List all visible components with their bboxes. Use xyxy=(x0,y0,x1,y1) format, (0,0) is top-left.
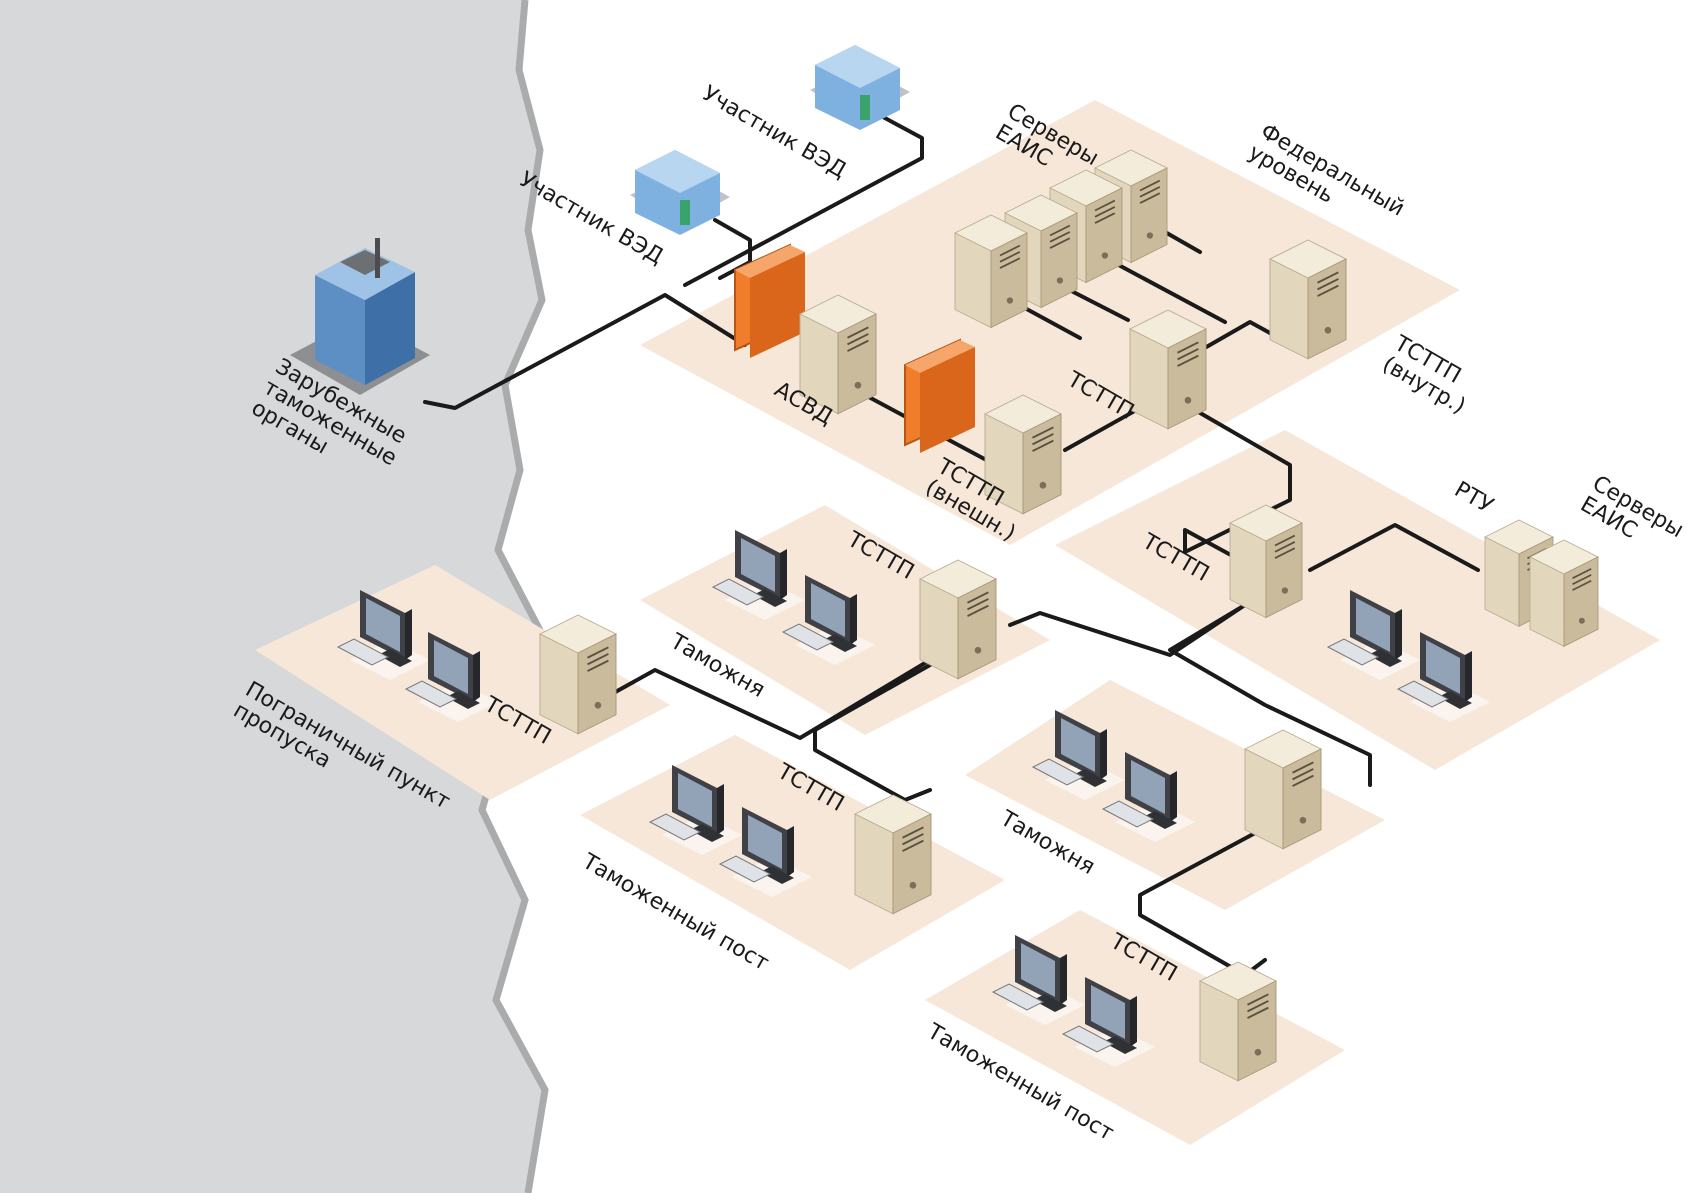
servers xyxy=(538,149,1599,1082)
server-tsttp-post-2 xyxy=(1198,961,1278,1082)
workstation-checkpoint-b xyxy=(404,632,498,722)
server-tsttp-rtu xyxy=(1228,504,1304,619)
server-tsttp-customs-2 xyxy=(1243,729,1323,850)
workstation-post-1-b xyxy=(718,807,812,897)
workstation-post-2-b xyxy=(1061,977,1155,1067)
workstation-rtu-b xyxy=(1396,632,1490,722)
firewall-asvd xyxy=(734,243,805,358)
server-tsttp-post-1 xyxy=(853,794,933,915)
server-tsttp-external xyxy=(983,394,1063,515)
link-servers xyxy=(1008,230,1227,340)
workstation-rtu-a xyxy=(1326,590,1420,680)
link-rtu-customs xyxy=(1008,603,1247,657)
server-tsttp-federal xyxy=(1128,309,1208,430)
workstation-customs-1-a xyxy=(711,530,805,620)
link-ved-1 xyxy=(683,108,924,287)
server-eais-federal-1 xyxy=(953,214,1029,329)
workstation-customs-1-b xyxy=(781,575,875,665)
workstation-customs-2-a xyxy=(1031,710,1125,800)
link-customs-1-checkpoint xyxy=(608,658,932,740)
border-edge xyxy=(478,0,549,1193)
workstation-checkpoint-a xyxy=(336,590,430,680)
link-customs-1-post xyxy=(813,663,932,802)
workstation-post-1-a xyxy=(648,765,742,855)
ved-participant-building-1 xyxy=(810,45,910,130)
server-tsttp-checkpoint xyxy=(538,614,618,735)
link-rtu-servers xyxy=(1308,523,1480,572)
server-tsttp-customs-1 xyxy=(918,559,998,680)
workstation-post-2-a xyxy=(991,935,1085,1025)
server-tsttp-internal xyxy=(1268,239,1348,360)
foreign-customs-building xyxy=(290,238,430,395)
link-rtu-customs-2 xyxy=(1168,603,1372,787)
workstations xyxy=(336,530,1490,1067)
firewall-tsttp xyxy=(904,338,975,453)
link-foreign xyxy=(423,293,747,410)
ved-participant-building-2 xyxy=(630,150,730,235)
workstation-customs-2-b xyxy=(1101,752,1195,842)
server-eais-rtu-2 xyxy=(1529,539,1599,647)
server-asvd xyxy=(798,294,878,415)
